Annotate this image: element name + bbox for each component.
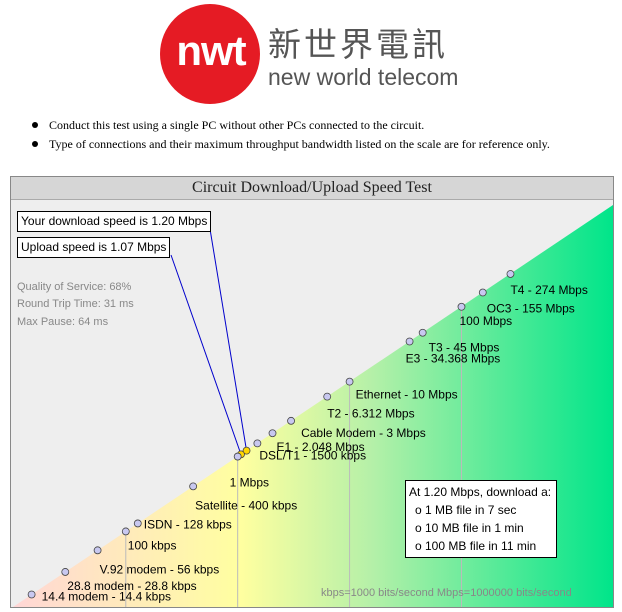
download-time-estimates: At 1.20 Mbps, download a: o 1 MB file in… [405, 480, 557, 558]
max-pause: Max Pause: 64 ms [17, 316, 109, 328]
scale-label: Ethernet - 10 Mbps [356, 388, 458, 402]
scale-label: T4 - 274 Mbps [510, 283, 587, 297]
scale-label: 100 kbps [128, 538, 177, 552]
logo-english-name: new world telecom [268, 64, 459, 90]
result-point [242, 446, 251, 455]
nwt-logo: nwt 新世界電訊 new world telecom [160, 4, 465, 104]
scale-label: 28.8 modem - 28.8 kbps [67, 579, 196, 593]
scale-point [478, 288, 487, 297]
bullet-icon [32, 122, 38, 128]
scale-point [506, 270, 515, 278]
scale-label: 1 Mbps [230, 476, 269, 490]
scale-point [268, 429, 277, 438]
scale-point [61, 568, 70, 576]
scale-label: E1 - 2.048 Mbps [277, 440, 365, 454]
scale-point [457, 302, 466, 311]
logo-chinese-name: 新世界電訊 [268, 25, 448, 64]
scale-point [405, 337, 414, 346]
scale-point [287, 416, 295, 425]
scale-point [121, 527, 130, 536]
units-note: kbps=1000 bits/second Mbps=1000000 bits/… [321, 587, 572, 599]
scale-label: 14.4 modem - 14.4 kbps [42, 590, 171, 604]
scale-label: ISDN - 128 kbps [144, 517, 232, 531]
instructions-list: Conduct this test using a single PC with… [28, 116, 550, 154]
scale-label: DSL/T1 - 1500 kbps [259, 448, 366, 462]
speed-test-title: Circuit Download/Upload Speed Test [11, 177, 613, 200]
result-pointer-line [170, 254, 242, 455]
round-trip-time: Round Trip Time: 31 ms [17, 298, 134, 310]
bullet-icon [32, 141, 38, 147]
logo-circle [160, 4, 260, 104]
scale-label: V.92 modem - 56 kbps [100, 562, 220, 576]
scale-point [345, 377, 354, 386]
scale-label: Cable Modem - 3 Mbps [301, 426, 426, 440]
scale-label: E3 - 34.368 Mbps [406, 352, 501, 366]
result-pointer-line [209, 228, 248, 451]
scale-label: T3 - 45 Mbps [429, 341, 500, 355]
scale-label: 100 Mbps [459, 314, 512, 328]
download-time-item: o 1 MB file in 7 sec [415, 503, 517, 517]
upload-speed-result: Upload speed is 1.07 Mbps [17, 237, 171, 258]
scale-label: T2 - 6.312 Mbps [327, 407, 414, 421]
scale-points [27, 270, 515, 599]
scale-point [323, 392, 332, 401]
download-speed-result: Your download speed is 1.20 Mbps [17, 211, 212, 232]
instruction-item: Type of connections and their maximum th… [28, 135, 550, 154]
instruction-text: Type of connections and their maximum th… [49, 137, 550, 151]
scale-point [93, 546, 102, 555]
instruction-text: Conduct this test using a single PC with… [49, 118, 425, 132]
scale-point [253, 439, 262, 448]
scale-label: OC3 - 155 Mbps [487, 302, 575, 316]
scale-point [233, 452, 242, 461]
scale-point [418, 328, 427, 337]
scale-point [133, 519, 142, 528]
instruction-item: Conduct this test using a single PC with… [28, 116, 550, 135]
download-time-item: o 10 MB file in 1 min [415, 521, 524, 535]
scale-point [27, 590, 36, 599]
download-time-heading: At 1.20 Mbps, download a: [409, 485, 552, 499]
quality-of-service: Quality of Service: 68% [17, 281, 132, 293]
scale-label: Satellite - 400 kbps [195, 498, 297, 512]
logo-mark-text: nwt [176, 27, 246, 74]
download-time-item: o 100 MB file in 11 min [415, 539, 537, 553]
scale-point [189, 482, 198, 491]
